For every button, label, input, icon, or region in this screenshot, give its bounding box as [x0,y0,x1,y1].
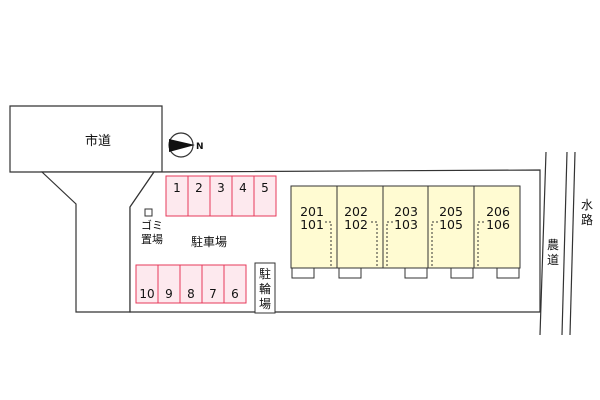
parking-row-top: 1 2 3 4 5 [165,175,277,217]
parking-row-bottom: 10 9 8 7 6 [135,264,247,304]
unit-lower-number: 103 [394,217,418,232]
parking-space: 9 [157,264,181,304]
bicycle-label-2: 輪 [259,281,271,296]
unit-upper-number: 206 [486,204,510,219]
parking-space: 4 [231,175,255,217]
parking-space: 8 [179,264,203,304]
north-arrow-icon [168,132,195,158]
parking-space-number: 7 [209,287,217,301]
parking-space-number: 8 [187,287,195,301]
north-label: N [196,142,204,152]
waterway-edge-left [561,151,568,336]
farm-road-label-2: 道 [547,253,559,267]
bicycle-parking-area [254,262,276,314]
unit-upper-number: 205 [439,204,463,219]
parking-space-number: 2 [195,181,203,195]
parking-space-number: 4 [239,181,247,195]
garbage-icon [144,208,153,217]
garbage-label-line1: ゴミ [141,218,163,232]
parking-space: 6 [223,264,247,304]
farm-road-label-1: 農 [547,238,559,252]
parking-space: 5 [253,175,277,217]
waterway-label-1: 水 [581,198,593,212]
waterway-label-2: 路 [581,212,593,227]
unit-lower-number: 105 [439,217,463,232]
unit-lower-number: 102 [344,217,368,232]
waterway-edge-right [569,151,576,336]
bicycle-label-3: 場 [259,297,271,311]
parking-space-number: 10 [139,287,154,301]
parking-space-number: 3 [217,181,225,195]
parking-space-number: 6 [231,287,239,301]
parking-space-number: 9 [165,287,173,301]
parking-space: 7 [201,264,225,304]
parking-space-number: 5 [261,181,269,195]
parking-label: 駐車場 [191,234,227,249]
parking-space: 10 [135,264,159,304]
parking-space: 2 [187,175,211,217]
city-road-label: 市道 [85,133,111,149]
farm-road-edge [539,151,547,336]
unit-upper-number: 202 [344,204,368,219]
bicycle-label-1: 駐 [259,266,271,281]
parking-space-number: 1 [173,181,181,195]
garbage-label-line2: 置場 [141,233,163,246]
parking-space: 1 [165,175,189,217]
apartment-building: 201 101 202 102 203 103 205 105 206 106 [290,185,521,279]
unit-upper-number: 203 [394,204,418,219]
unit-upper-number: 201 [300,204,324,219]
unit-lower-number: 101 [300,217,324,232]
unit-lower-number: 106 [486,217,510,232]
parking-space: 3 [209,175,233,217]
